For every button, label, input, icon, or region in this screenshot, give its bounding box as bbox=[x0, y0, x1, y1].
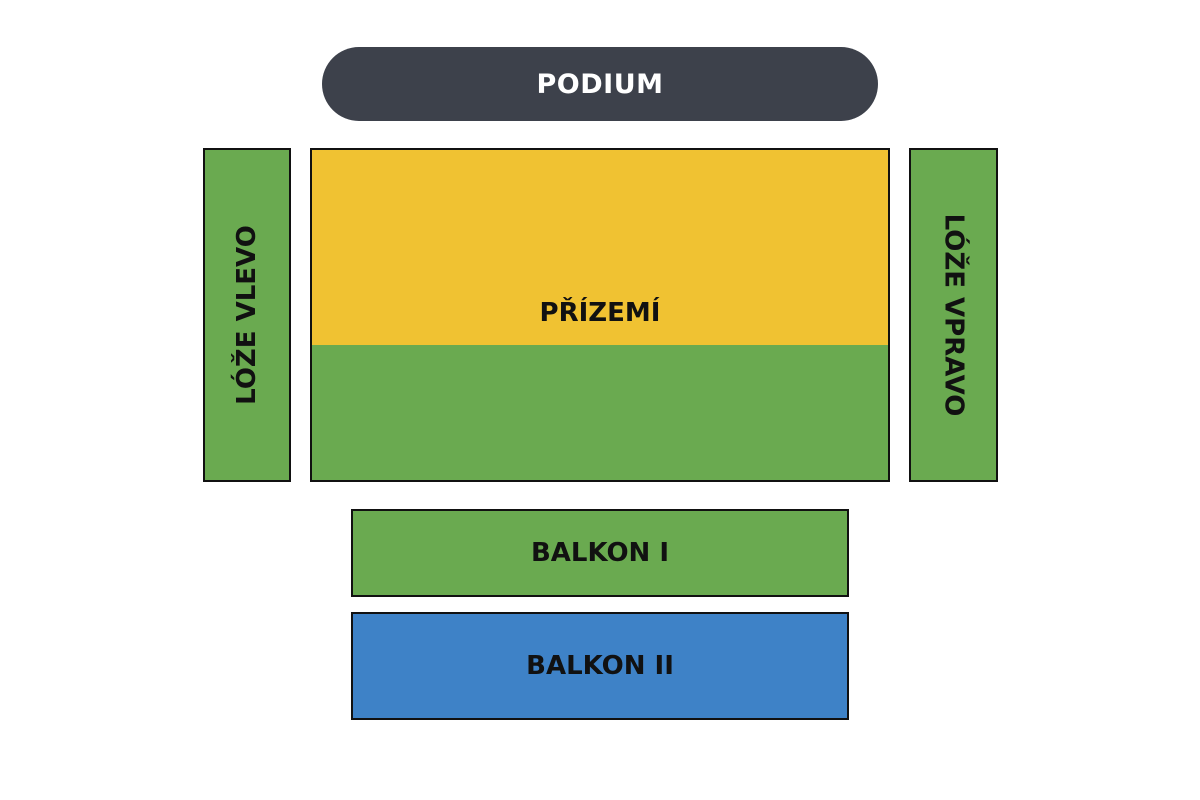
section-loze-vpravo[interactable]: LÓŽE VPRAVO bbox=[909, 148, 998, 482]
section-balkon-1-label: BALKON I bbox=[530, 538, 670, 568]
section-balkon-2[interactable]: BALKON II bbox=[351, 612, 849, 720]
stage-podium: PODIUM bbox=[322, 47, 878, 121]
section-loze-vpravo-label: LÓŽE VPRAVO bbox=[938, 213, 969, 417]
section-balkon-2-label: BALKON II bbox=[526, 651, 674, 681]
section-balkon-1[interactable]: BALKON I bbox=[351, 509, 849, 597]
stage-label: PODIUM bbox=[536, 68, 664, 100]
section-prizemi-label: PŘÍZEMÍ bbox=[539, 298, 661, 328]
section-loze-vlevo-label: LÓŽE VLEVO bbox=[232, 225, 263, 405]
section-loze-vlevo[interactable]: LÓŽE VLEVO bbox=[203, 148, 291, 482]
section-prizemi[interactable]: PŘÍZEMÍ bbox=[310, 148, 890, 482]
